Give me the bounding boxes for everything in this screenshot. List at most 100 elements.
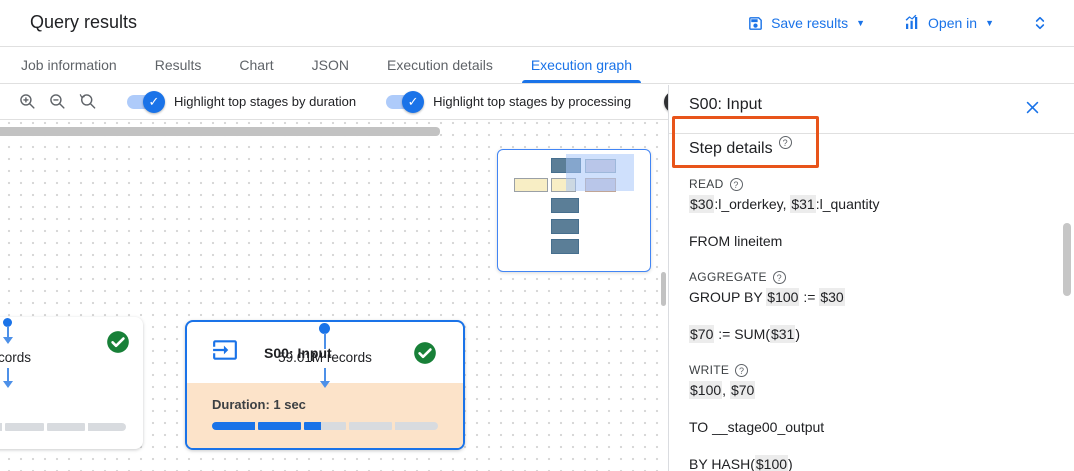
variable-token: $100 <box>754 455 789 471</box>
by-hash-value: BY HASH($100) <box>689 455 1044 471</box>
step-details-heading: Step details ? <box>689 136 792 158</box>
help-icon[interactable]: ? <box>729 177 743 191</box>
progress-segment <box>395 422 438 430</box>
variable-token: $70 <box>689 325 715 343</box>
plain-text: , <box>722 382 730 398</box>
plain-text: :l_orderkey, <box>714 196 791 212</box>
help-icon[interactable]: ? <box>778 136 792 149</box>
header-actions: Save results ▼ Open in ▼ <box>747 0 1048 46</box>
aggregate-section-label: AGGREGATE? <box>689 269 1044 285</box>
open-in-button[interactable]: Open in ▼ <box>903 14 994 32</box>
progress-segment <box>46 423 85 431</box>
group-by-value: GROUP BY $100 := $30 <box>689 288 1044 307</box>
minimap-node <box>551 239 579 254</box>
tab-bar: Job information Results Chart JSON Execu… <box>0 47 1074 84</box>
step-details-panel: S00: Input Step details ? READ? $30:l_or… <box>668 85 1074 471</box>
edge-line <box>7 368 9 381</box>
stage-node-upstream[interactable] <box>0 317 143 449</box>
graph-vertical-scrollbar[interactable] <box>661 272 666 306</box>
variable-token: $30 <box>689 195 715 213</box>
tab-chart[interactable]: Chart <box>239 57 274 73</box>
stage-progress-bar <box>212 422 438 430</box>
toggle-check-knob: ✓ <box>143 90 165 113</box>
progress-segment <box>303 422 347 430</box>
minimap-viewport[interactable] <box>566 154 634 191</box>
page-title: Query results <box>30 12 138 32</box>
edge-arrowhead <box>3 381 13 388</box>
edge-port-dot <box>319 323 330 334</box>
stage-title: S00: Input <box>264 344 332 361</box>
panel-title: S00: Input <box>689 96 762 113</box>
plain-text: ) <box>788 456 793 471</box>
toggle-minus-knob: – <box>664 90 668 113</box>
unfold-icon <box>1032 14 1048 32</box>
save-results-caret-icon: ▼ <box>856 18 866 28</box>
save-results-label: Save results <box>771 15 849 31</box>
variable-token: $30 <box>819 288 845 306</box>
write-columns-value: $100, $70 <box>689 381 1044 400</box>
highlight-duration-label: Highlight top stages by duration <box>174 94 357 109</box>
plain-text: ) <box>795 326 801 342</box>
tab-execution-graph[interactable]: Execution graph <box>512 47 651 83</box>
plain-text: :l_quantity <box>815 196 880 212</box>
help-icon[interactable]: ? <box>735 363 749 377</box>
progress-segment <box>257 422 301 430</box>
open-in-label: Open in <box>928 15 978 31</box>
check-circle-icon <box>412 340 438 366</box>
progress-segment <box>5 423 44 431</box>
variable-token: $100 <box>689 381 723 399</box>
zoom-in-icon[interactable] <box>18 91 37 113</box>
variable-token: $31 <box>769 325 796 343</box>
step-details-label: Step details <box>689 140 773 157</box>
collapse-expand-button[interactable] <box>1032 14 1048 32</box>
plain-text: := <box>799 289 820 305</box>
highlight-duration-toggle[interactable]: ✓ <box>127 90 165 113</box>
stage-progress-bar <box>0 423 126 431</box>
read-section-label: READ? <box>689 176 1044 192</box>
execution-graph-canvas[interactable]: S00: Input Duration: 1 sec S01: Aggregat… <box>0 120 668 471</box>
zoom-out-icon[interactable] <box>48 91 67 113</box>
step-details-content: READ? $30:l_orderkey, $31:l_quantity FRO… <box>689 176 1044 471</box>
to-output-value: TO __stage00_output <box>689 418 1044 437</box>
tab-json[interactable]: JSON <box>311 57 349 73</box>
edge-port-dot <box>3 318 12 327</box>
edge-arrowhead <box>320 381 330 388</box>
tab-execution-details[interactable]: Execution details <box>386 57 493 73</box>
minimap[interactable] <box>497 149 651 272</box>
help-icon[interactable]: ? <box>772 270 786 284</box>
edge-line <box>324 368 326 381</box>
close-icon[interactable] <box>1024 99 1042 117</box>
minimap-node <box>514 178 548 192</box>
plain-text: TO __stage00_output <box>689 419 825 435</box>
edge-line <box>7 326 9 337</box>
edge-records-label-clipped: records <box>0 350 32 365</box>
edge-records-label: 59.01M records <box>278 350 372 365</box>
panel-divider <box>669 133 1074 134</box>
progress-segment <box>87 423 126 431</box>
write-section-label: WRITE? <box>689 362 1044 378</box>
panel-scrollbar-thumb[interactable] <box>1063 223 1071 296</box>
horizontal-scrollbar[interactable] <box>0 127 440 136</box>
tab-job-information[interactable]: Job information <box>21 57 117 73</box>
variable-token: $31 <box>790 195 816 213</box>
tab-results[interactable]: Results <box>154 57 202 73</box>
header: Query results Save results ▼ Open in ▼ <box>0 0 1074 47</box>
highlight-processing-label: Highlight top stages by processing <box>433 94 632 109</box>
plain-text: FROM lineitem <box>689 233 783 249</box>
stage-node-s00-input[interactable]: S00: Input Duration: 1 sec <box>185 320 465 450</box>
check-circle-icon <box>105 329 131 355</box>
save-results-button[interactable]: Save results ▼ <box>747 15 865 32</box>
highlight-processing-toggle[interactable]: ✓ <box>386 90 425 113</box>
dark-toggle[interactable]: – <box>664 90 668 113</box>
save-icon <box>747 15 764 32</box>
stage-duration-label: Duration: 1 sec <box>212 397 306 412</box>
from-table-value: FROM lineitem <box>689 232 1044 251</box>
plain-text: BY HASH( <box>689 456 755 471</box>
edge-line <box>324 333 326 349</box>
minimap-node <box>551 198 579 213</box>
zoom-reset-icon[interactable] <box>78 91 97 113</box>
variable-token: $100 <box>766 288 800 306</box>
sum-expression-value: $70 := SUM($31) <box>689 325 1044 344</box>
variable-token: $70 <box>729 381 756 399</box>
